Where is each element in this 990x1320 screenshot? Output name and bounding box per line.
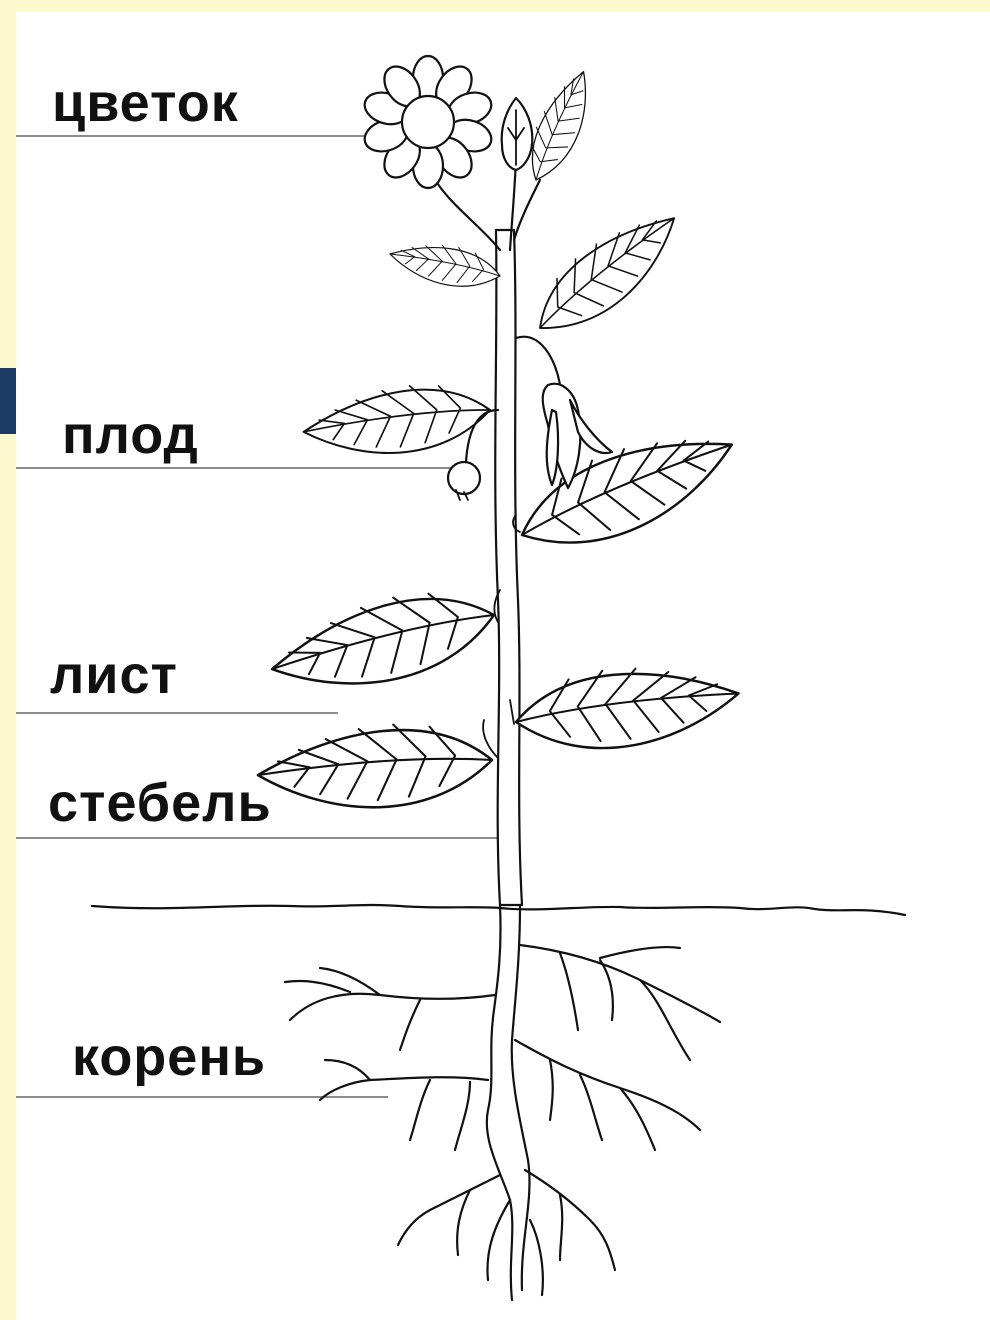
label-leaf: лист	[50, 648, 178, 702]
stem	[495, 230, 522, 905]
leaf-mid-right	[509, 427, 745, 555]
label-stem: стебель	[48, 776, 272, 830]
flower-bud	[502, 98, 533, 170]
ground-line	[92, 905, 905, 915]
leaf-upper-left	[390, 245, 500, 286]
root-system	[285, 905, 720, 1300]
label-root: корень	[72, 1030, 266, 1084]
flower-head	[361, 56, 496, 188]
label-flower: цветок	[52, 76, 239, 130]
flower-stalk	[434, 178, 500, 250]
leaf-lower-left	[264, 558, 502, 728]
leaf-bottom-left	[253, 698, 497, 840]
label-fruit: плод	[62, 408, 199, 462]
leaf-upper-right	[518, 206, 698, 342]
leaf-lower-right	[515, 661, 740, 758]
